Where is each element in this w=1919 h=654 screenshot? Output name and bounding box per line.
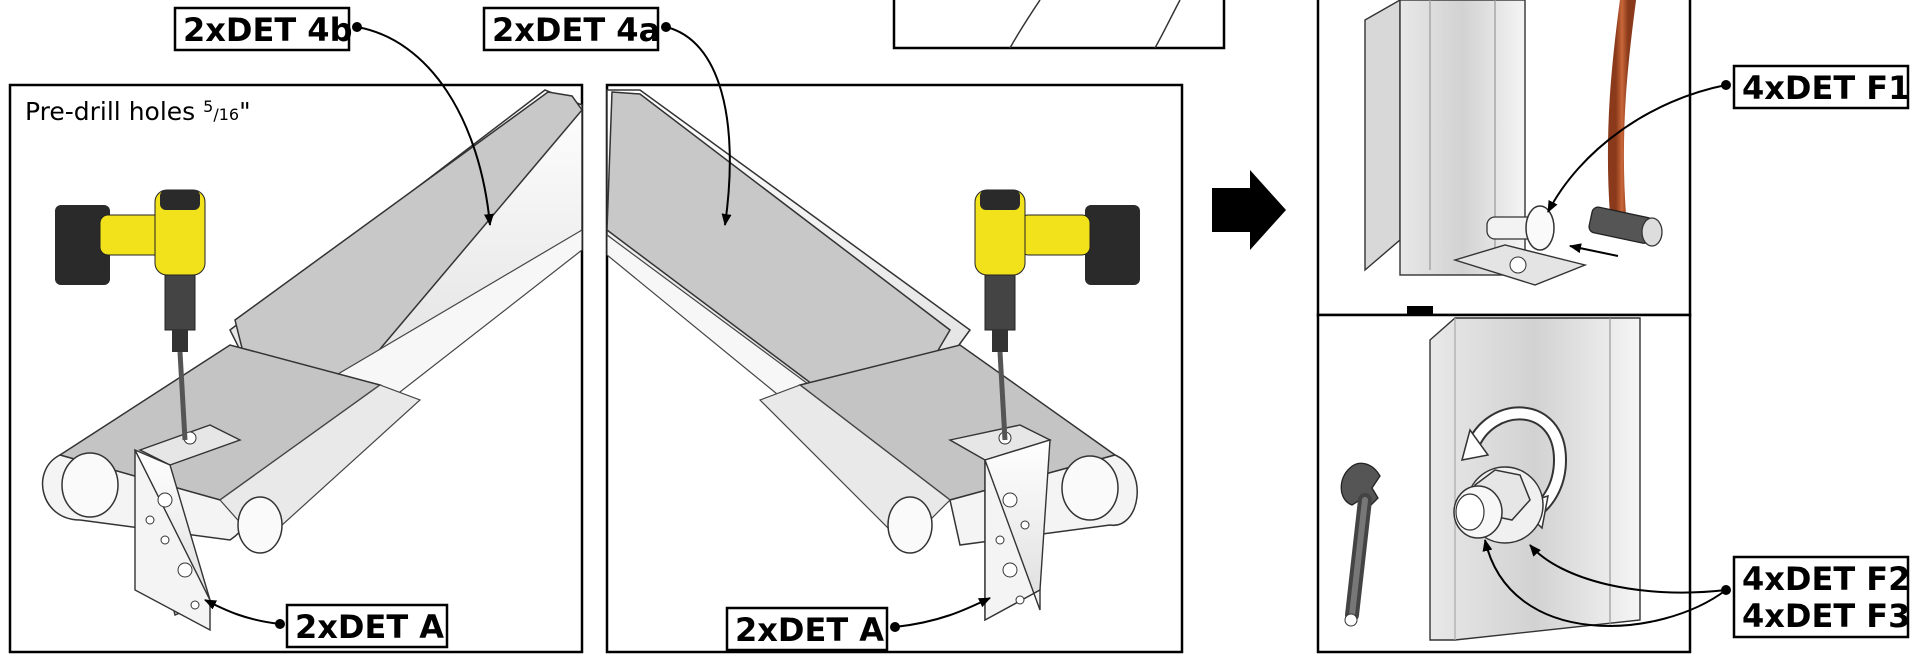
panel-pre-drill-left: Pre-drill holes 5/16" xyxy=(8,83,584,654)
pre-drill-note: Pre-drill holes 5/16" xyxy=(25,97,251,126)
angle-bracket-a xyxy=(133,424,242,632)
right-arrow-icon xyxy=(1212,170,1286,250)
pin-f1 xyxy=(1486,205,1555,251)
label-det-4b: 2xDET 4b xyxy=(173,6,494,226)
panel-pre-drill-right xyxy=(605,83,1184,654)
post xyxy=(1429,317,1641,641)
label-det-4a: 2xDET 4a xyxy=(482,6,732,226)
drill-icon xyxy=(974,189,1140,441)
bolt-and-nut-f2-f3 xyxy=(1453,466,1544,544)
svg-text:2xDET A: 2xDET A xyxy=(295,608,444,646)
label-det-a-right: 2xDET A xyxy=(725,597,991,652)
wrench-icon xyxy=(1340,462,1381,627)
label-det-f1: 4xDET F1 xyxy=(1547,64,1910,213)
panel-tighten-bolts xyxy=(1316,313,1692,654)
svg-text:2xDET 4a: 2xDET 4a xyxy=(492,11,660,49)
label-det-f2-f3: 4xDET F2 4xDET F3 xyxy=(1482,539,1910,639)
post xyxy=(1364,0,1588,286)
svg-text:2xDET A: 2xDET A xyxy=(735,611,884,649)
angle-bracket-a xyxy=(948,424,1052,622)
svg-text:2xDET 4b: 2xDET 4b xyxy=(183,11,352,49)
svg-text:4xDET F1: 4xDET F1 xyxy=(1742,69,1910,107)
drill-icon xyxy=(55,189,206,441)
svg-text:4xDET F3: 4xDET F3 xyxy=(1742,597,1910,635)
label-det-a-left: 2xDET A xyxy=(204,599,449,649)
svg-text:4xDET F2: 4xDET F2 xyxy=(1742,560,1910,598)
panel-insert-pins xyxy=(1316,0,1692,317)
previous-step-detail xyxy=(892,0,1226,50)
hammer-icon xyxy=(1588,0,1663,247)
